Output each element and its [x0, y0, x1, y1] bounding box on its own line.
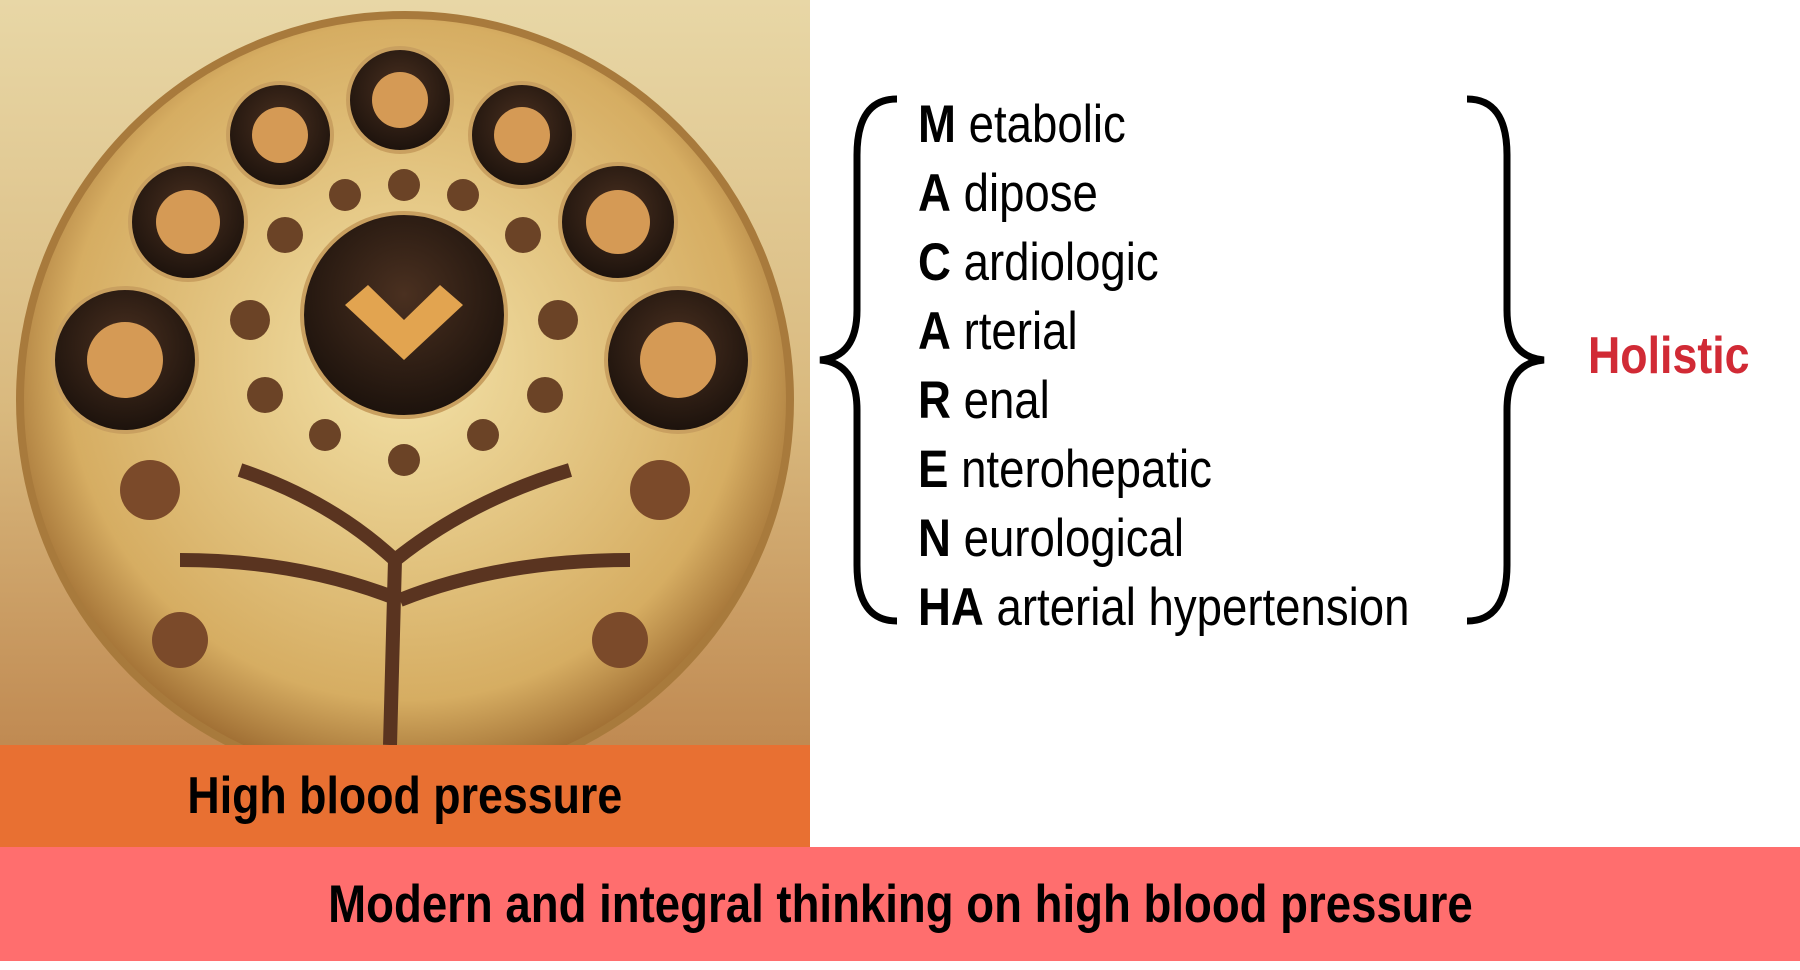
left-brace [819, 95, 898, 625]
left-label-bar: High blood pressure [0, 745, 810, 847]
acronym-item: N eurological [918, 509, 1185, 568]
acronym-list: M etabolic A dipose C ardiologic A rteri… [918, 90, 1490, 642]
acronym-item: M etabolic [918, 95, 1126, 154]
acronym-item: C ardiologic [918, 233, 1159, 292]
acronym-item: A rterial [918, 302, 1078, 361]
acronym-item: R enal [918, 371, 1050, 430]
right-brace [1466, 95, 1545, 625]
acronym-item: E nterohepatic [918, 440, 1212, 499]
footer-bar: Modern and integral thinking on high blo… [0, 847, 1800, 961]
holistic-label: Holistic [1588, 327, 1750, 385]
acronym-item: A dipose [918, 164, 1098, 223]
acronym-item: HA arterial hypertension [918, 578, 1410, 637]
tree-illustration [0, 0, 810, 745]
footer-text: Modern and integral thinking on high blo… [327, 874, 1473, 934]
left-label: High blood pressure [187, 767, 623, 825]
